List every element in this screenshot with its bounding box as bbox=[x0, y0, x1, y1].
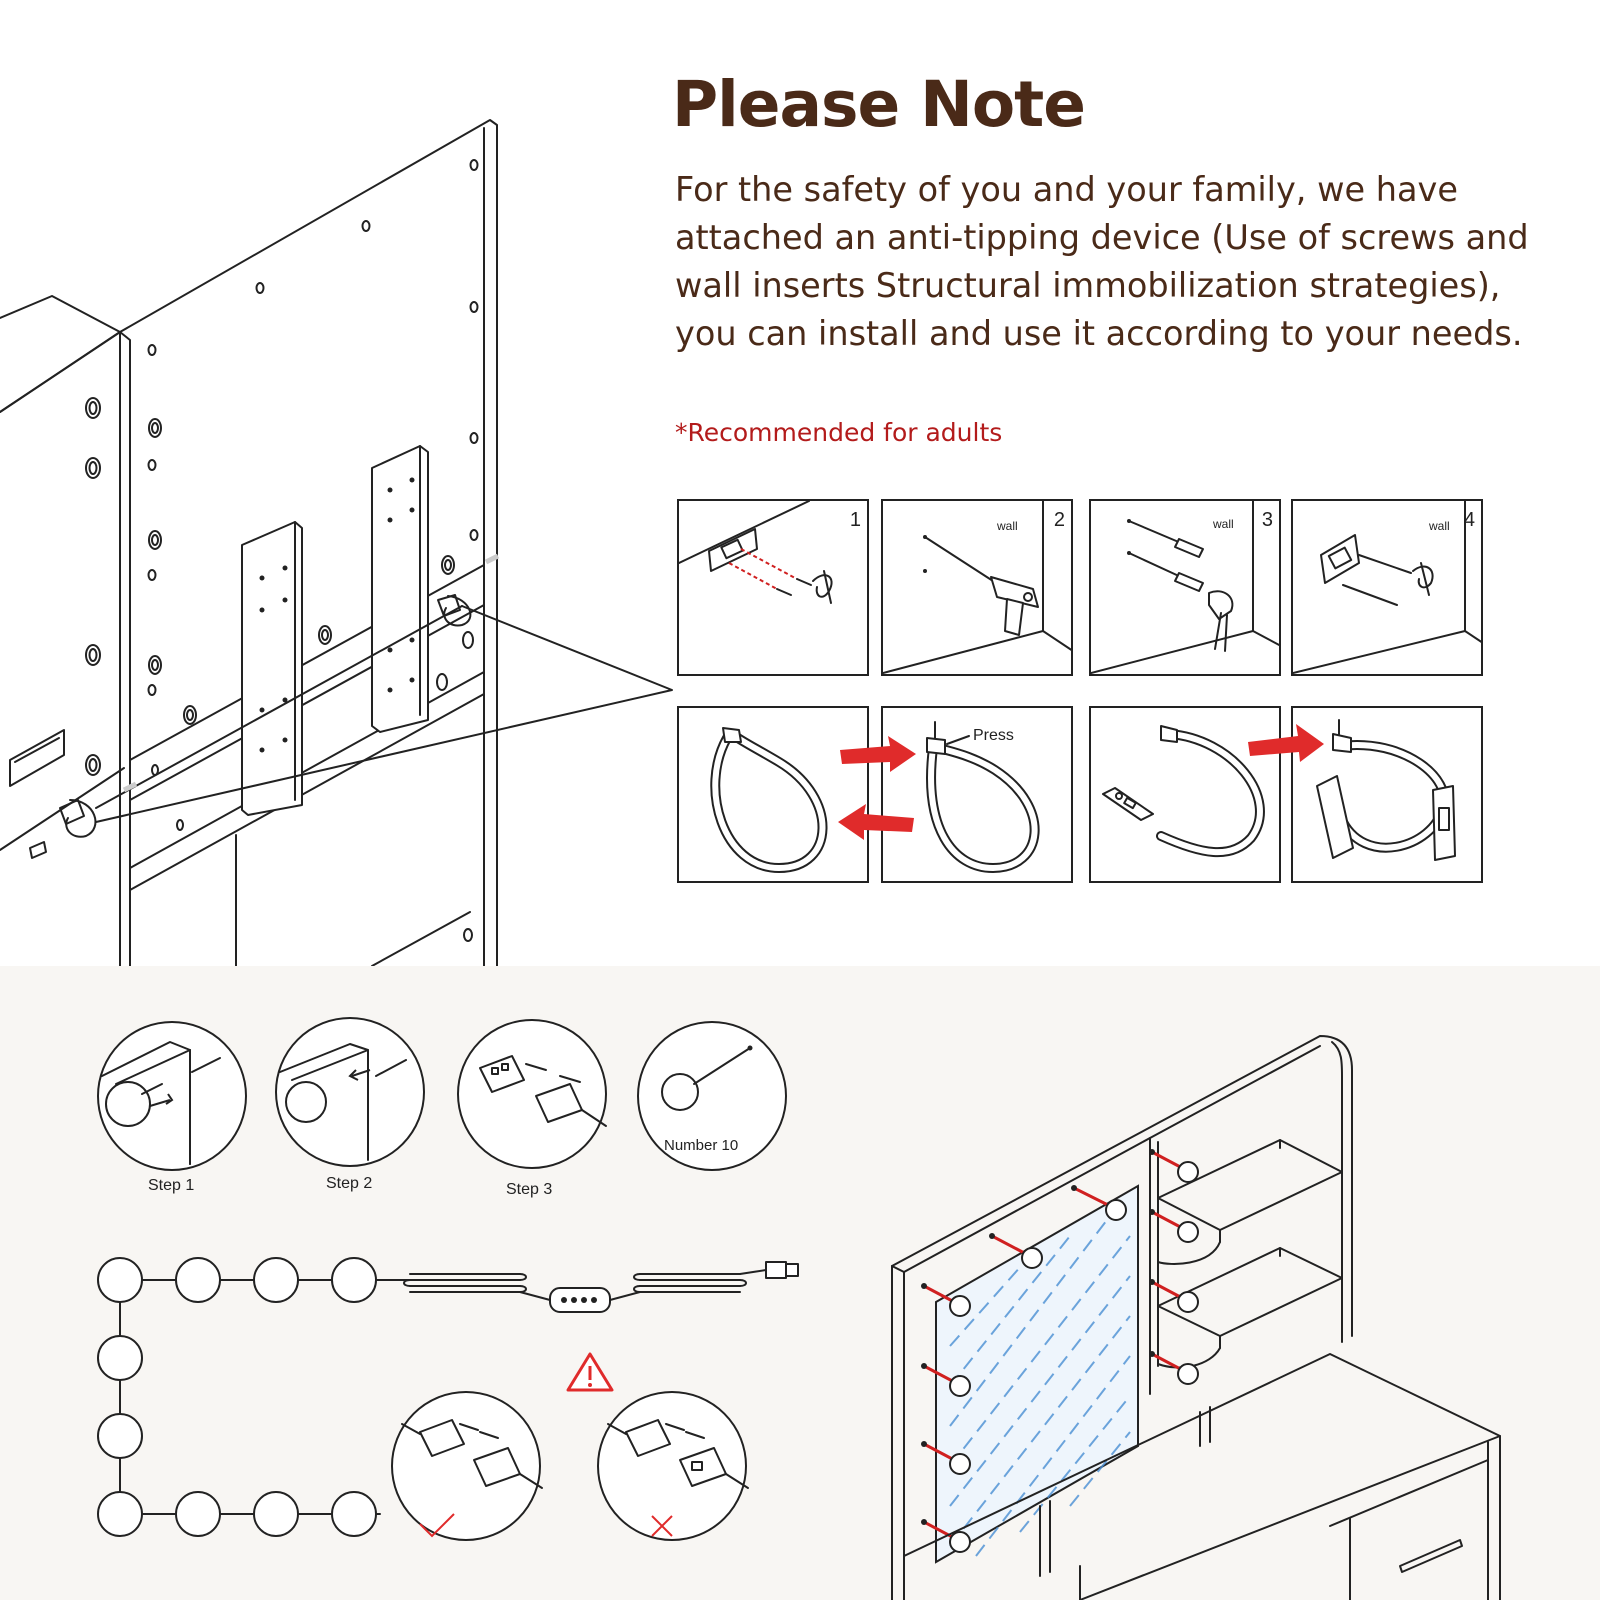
bottom-section: Step 1 Step 2 Step 3 bbox=[0, 966, 1600, 1600]
bracket-screw-illustration bbox=[678, 500, 833, 604]
red-arrow-icon bbox=[838, 804, 914, 840]
wall-label: wall bbox=[1429, 519, 1450, 533]
anti-tip-step-panel-1: 1 bbox=[677, 499, 869, 676]
bracket-wall-mount-illustration bbox=[1292, 500, 1484, 674]
anti-tip-step-panel-4: 4 wall bbox=[1291, 499, 1484, 676]
anti-tip-step-panel-2: 2 wall bbox=[881, 499, 1074, 676]
strap-panel-4 bbox=[1291, 706, 1483, 883]
strap-secured-illustration bbox=[1316, 719, 1456, 861]
step-2-circle: Step 2 bbox=[275, 1017, 425, 1192]
step-3-label: Step 3 bbox=[506, 1181, 552, 1198]
step-number: 2 bbox=[1053, 509, 1065, 531]
top-section: Please Note For the safety of you and yo… bbox=[0, 68, 1529, 966]
cross-mark-icon bbox=[651, 1515, 673, 1537]
step-3-circle: Step 3 bbox=[457, 1019, 607, 1198]
furniture-back-panel-drawing bbox=[0, 119, 673, 966]
vanity-mirror-drawing bbox=[891, 1035, 1501, 1600]
strap-panel-3 bbox=[1089, 706, 1281, 883]
bulb-count-label: Number 10 bbox=[664, 1137, 738, 1154]
correct-connection-circle bbox=[391, 1391, 543, 1541]
light-installation-steps: Step 1 Step 2 Step 3 bbox=[97, 1017, 787, 1198]
strap-panel-2: Press bbox=[881, 706, 1073, 883]
wall-label: wall bbox=[997, 519, 1018, 533]
incorrect-connection-circle bbox=[597, 1391, 749, 1541]
step-number: 3 bbox=[1261, 509, 1273, 531]
red-arrow-icon bbox=[1248, 724, 1324, 762]
usb-plug bbox=[765, 1261, 799, 1279]
step-2-label: Step 2 bbox=[326, 1175, 372, 1192]
strap-open-illustration bbox=[710, 727, 828, 874]
strap-and-bracket-illustration bbox=[1102, 725, 1265, 858]
strap-panel-1 bbox=[677, 706, 869, 883]
wall-label: wall bbox=[1213, 517, 1234, 531]
coiled-cable bbox=[375, 1269, 767, 1301]
mirror-panel bbox=[935, 1184, 1139, 1564]
wall-insert-hammer-illustration bbox=[1090, 500, 1282, 674]
bulb-chain bbox=[97, 1257, 411, 1537]
controller-box bbox=[549, 1287, 611, 1313]
safety-description: For the safety of you and your family, w… bbox=[675, 170, 1529, 353]
adult-recommendation-note: *Recommended for adults bbox=[675, 418, 1003, 447]
bulb-string-wiring-diagram bbox=[97, 1257, 799, 1541]
warning-triangle-icon bbox=[566, 1352, 614, 1392]
drill-illustration bbox=[882, 500, 1074, 674]
press-label: Press bbox=[973, 727, 1014, 744]
step-1-label: Step 1 bbox=[148, 1177, 194, 1194]
anti-tip-step-panel-3: 3 wall bbox=[1089, 499, 1282, 676]
strap-press-illustration: Press bbox=[926, 721, 1040, 874]
bulb-count-circle: Number 10 bbox=[637, 1021, 787, 1171]
step-1-circle: Step 1 bbox=[97, 1021, 247, 1194]
check-mark-icon bbox=[419, 1513, 455, 1538]
vanity-bulbs bbox=[921, 1149, 1199, 1553]
page-title: Please Note bbox=[672, 68, 1086, 141]
step-number: 4 bbox=[1463, 509, 1475, 531]
step-number: 1 bbox=[849, 509, 861, 531]
red-arrow-icon bbox=[840, 736, 916, 772]
